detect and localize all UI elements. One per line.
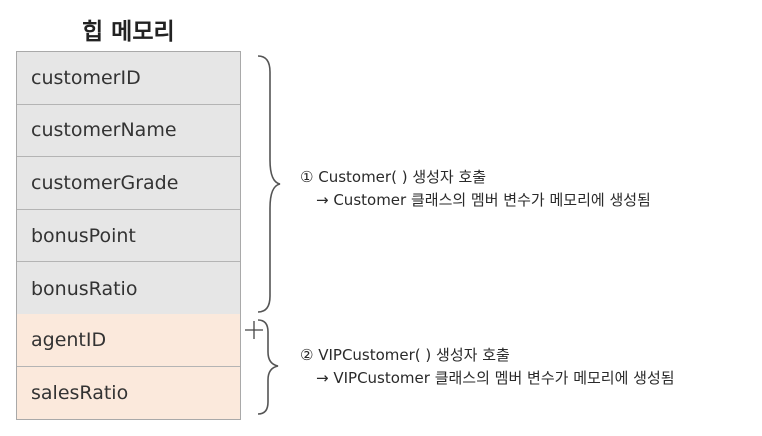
field-cell: agentID [17,314,240,367]
customer-fields-block: customerID customerName customerGrade bo… [16,51,241,316]
field-cell: customerName [17,104,240,158]
vipcustomer-brace [257,319,279,415]
field-cell: bonusPoint [17,209,240,263]
note-detail: → VIPCustomer 클래스의 멤버 변수가 메모리에 생성됨 [316,369,675,388]
diagram-title: 힙 메모리 [82,19,175,45]
field-cell: customerID [17,52,240,105]
brace-graphics [257,55,281,415]
note-heading: ② VIPCustomer( ) 생성자 호출 [300,346,510,364]
customer-constructor-note: ① Customer( ) 생성자 호출 → Customer 클래스의 멤버 … [300,166,651,213]
note-heading: ① Customer( ) 생성자 호출 [300,168,487,186]
note-detail: → Customer 클래스의 멤버 변수가 메모리에 생성됨 [316,191,651,210]
vipcustomer-fields-block: agentID salesRatio [16,314,241,421]
field-cell: bonusRatio [17,262,240,315]
vipcustomer-constructor-note: ② VIPCustomer( ) 생성자 호출 → VIPCustomer 클래… [300,344,675,391]
field-cell: salesRatio [17,366,240,420]
customer-brace [257,55,281,313]
field-cell: customerGrade [17,157,240,210]
crosshair-cursor-icon [245,321,263,339]
